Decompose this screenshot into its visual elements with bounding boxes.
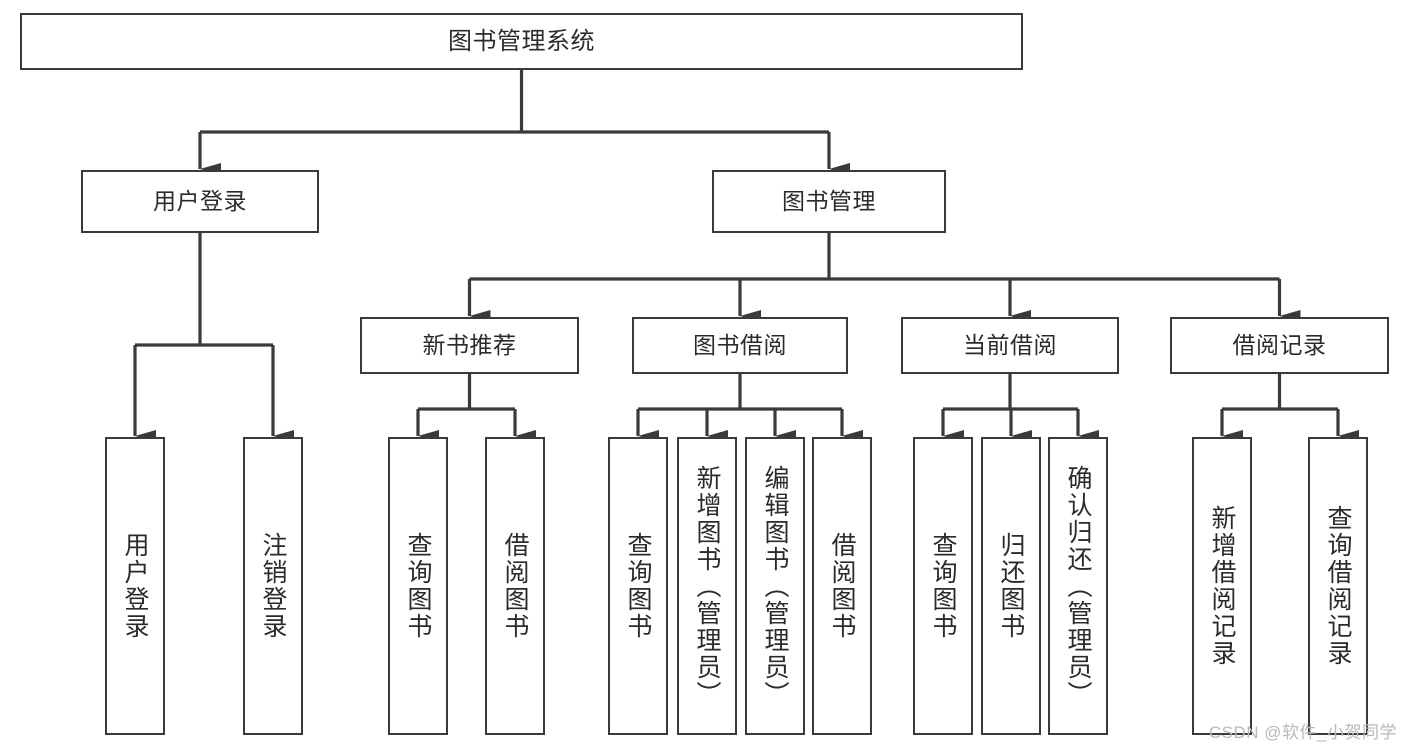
node-leaf-user-logout[interactable]: 注销登录 [243, 437, 303, 735]
node-label: 查询图书 [929, 532, 957, 640]
watermark: CSDN @软件_小贺同学 [1208, 723, 1397, 742]
node-label: 注销登录 [259, 532, 287, 640]
node-leaf-user-login[interactable]: 用户登录 [105, 437, 165, 735]
node-label: 借阅图书 [828, 532, 856, 640]
node-label: 借阅记录 [1232, 332, 1327, 359]
node-label: 查询图书 [624, 532, 652, 640]
node-label: 用户登录 [121, 532, 149, 640]
node-book-borrow[interactable]: 图书借阅 [632, 317, 848, 374]
node-leaf-edit-book[interactable]: 编辑图书（管理员） [745, 437, 805, 735]
node-label: 编辑图书（管理员） [761, 464, 789, 708]
node-label: 图书管理系统 [448, 27, 595, 55]
node-leaf-borrow-book-1[interactable]: 借阅图书 [485, 437, 545, 735]
node-leaf-confirm-return[interactable]: 确认归还（管理员） [1048, 437, 1108, 735]
node-leaf-add-book[interactable]: 新增图书（管理员） [677, 437, 737, 735]
node-label: 新增图书（管理员） [693, 464, 721, 708]
node-label: 新增借阅记录 [1208, 505, 1236, 667]
node-label: 新书推荐 [422, 332, 517, 359]
node-label: 当前借阅 [963, 332, 1057, 359]
node-current-borrow[interactable]: 当前借阅 [901, 317, 1119, 374]
node-leaf-query-book-2[interactable]: 查询图书 [608, 437, 668, 735]
node-leaf-return-book[interactable]: 归还图书 [981, 437, 1041, 735]
node-borrow-record[interactable]: 借阅记录 [1170, 317, 1389, 374]
node-label: 归还图书 [997, 532, 1025, 640]
node-label: 查询图书 [404, 532, 432, 640]
node-leaf-add-record[interactable]: 新增借阅记录 [1192, 437, 1252, 735]
node-label: 查询借阅记录 [1324, 505, 1352, 667]
node-label: 用户登录 [153, 188, 247, 215]
node-leaf-query-book-3[interactable]: 查询图书 [913, 437, 973, 735]
node-leaf-query-book-1[interactable]: 查询图书 [388, 437, 448, 735]
node-user-login[interactable]: 用户登录 [81, 170, 319, 233]
node-label: 借阅图书 [501, 532, 529, 640]
node-label: 确认归还（管理员） [1064, 464, 1092, 708]
node-new-book-rec[interactable]: 新书推荐 [360, 317, 579, 374]
node-label: 图书借阅 [693, 332, 787, 359]
node-leaf-query-record[interactable]: 查询借阅记录 [1308, 437, 1368, 735]
node-leaf-borrow-book-2[interactable]: 借阅图书 [812, 437, 872, 735]
node-label: 图书管理 [782, 188, 876, 215]
node-root[interactable]: 图书管理系统 [20, 13, 1023, 70]
node-book-manage[interactable]: 图书管理 [712, 170, 946, 233]
